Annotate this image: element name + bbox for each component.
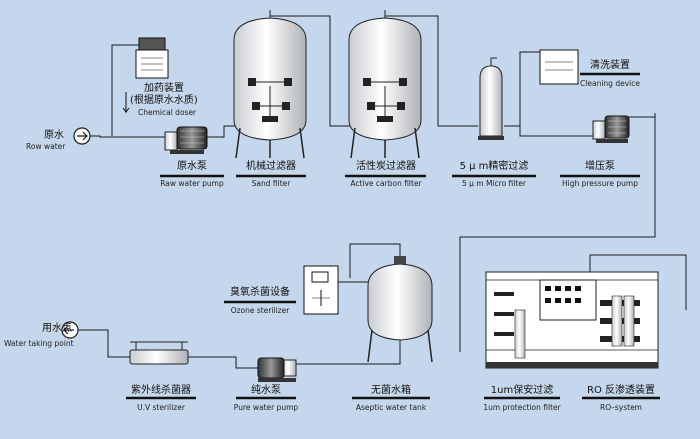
aseptic-tank-en-label: Aseptic water tank	[355, 403, 427, 412]
label-underlines	[126, 72, 660, 400]
hp-pump-en-label: High pressure pump	[562, 179, 638, 188]
ro-system-icon	[485, 271, 659, 369]
raw-water-en-label: Row water	[26, 142, 66, 151]
pipe-uv-point	[78, 329, 130, 358]
uv-sterilizer-en-label: U.V sterilizer	[137, 403, 185, 412]
water-taking-point-icon	[61, 321, 79, 339]
raw-water-label: 原水	[44, 130, 64, 141]
hp-pump-label: 增压泵	[585, 161, 615, 172]
pipe-tank-pump	[296, 340, 401, 365]
pipe-cleaning	[519, 51, 540, 126]
pure-water-pump-icon	[257, 357, 297, 382]
high-pressure-pump-icon	[592, 115, 630, 143]
pipe-ro-drain	[589, 254, 687, 310]
pipe-pump-sand	[207, 125, 240, 138]
uv-sterilizer-icon	[129, 341, 189, 365]
micro-filter-label: 5 μ m精密过滤	[459, 161, 529, 172]
water-point-en-label: Water taking point	[4, 339, 74, 348]
raw-water-pump-en-label: Raw water pump	[160, 179, 224, 188]
raw-water-pump-label: 原水泵	[177, 161, 207, 172]
pipe-micro-hp	[504, 125, 593, 137]
chemical-doser-en-label: Chemical doser	[138, 108, 197, 117]
sand-filter-label: 机械过滤器	[246, 161, 296, 172]
pipe-pump-uv	[188, 356, 258, 369]
cleaning-device-label: 清洗装置	[590, 60, 630, 71]
water-point-label: 用水点	[42, 323, 72, 334]
chemical-doser-note: (根据原水水质)	[130, 95, 198, 106]
ro-system-label: RO 反渗透装置	[587, 385, 655, 396]
chemical-doser-icon	[122, 37, 169, 114]
ozone-sterilizer-label: 臭氧杀菌设备	[230, 287, 290, 298]
sand-filter-en-label: Sand filter	[251, 179, 291, 188]
raw-water-pump-icon	[164, 126, 208, 154]
pipe-ro-tank	[349, 243, 401, 278]
pipe-hp-ro	[459, 116, 656, 352]
aseptic-water-tank-icon	[367, 256, 433, 363]
protection-filter-en-label: 1um protection filter	[483, 403, 561, 412]
raw-water-inlet-icon	[73, 127, 91, 145]
protection-filter-label: 1um保安过滤	[490, 385, 554, 396]
cleaning-device-icon	[539, 49, 579, 85]
ro-system-en-label: RO–system	[600, 403, 642, 412]
carbon-filter-icon	[348, 10, 422, 159]
carbon-filter-en-label: Active carbon filter	[350, 179, 422, 188]
cleaning-device-en-label: Cleaning device	[580, 79, 640, 88]
doser-pipe	[111, 44, 139, 136]
aseptic-tank-label: 无菌水箱	[371, 385, 411, 396]
ozone-sterilizer-en-label: Ozone sterilizer	[230, 306, 290, 315]
pure-water-pump-en-label: Pure water pump	[233, 403, 299, 412]
carbon-filter-label: 活性炭过滤器	[356, 161, 416, 172]
micro-filter-icon	[478, 57, 504, 140]
sand-filter-icon	[233, 10, 307, 159]
ozone-sterilizer-icon	[303, 265, 339, 315]
pure-water-pump-label: 纯水泵	[251, 385, 281, 396]
inlet-pipe	[90, 135, 170, 138]
uv-sterilizer-label: 紫外线杀菌器	[131, 385, 191, 396]
micro-filter-en-label: 5 μ m Micro filter	[461, 179, 527, 188]
chemical-doser-label: 加药装置	[144, 83, 184, 94]
